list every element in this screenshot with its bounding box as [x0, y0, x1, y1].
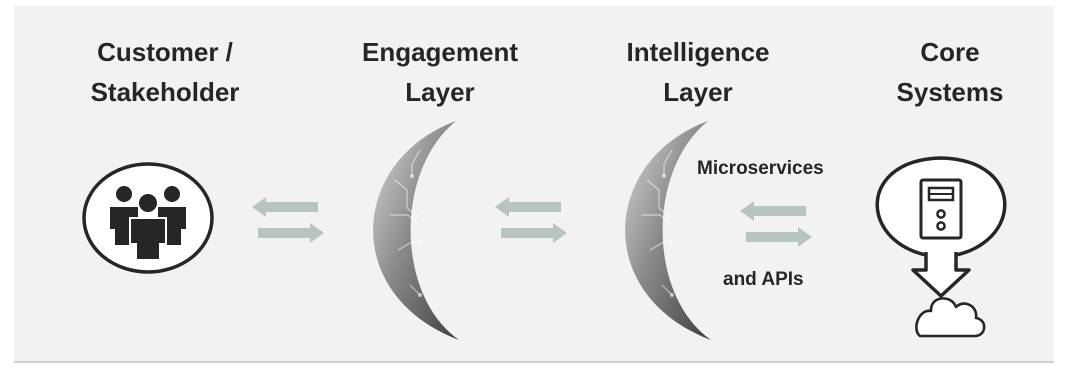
microservices-label: Microservices	[697, 158, 824, 179]
apis-label: and APIs	[723, 269, 804, 290]
heading-intelligence: Intelligence Layer	[598, 32, 798, 112]
bidirectional-arrows-2	[495, 197, 567, 243]
engagement-crescent-icon	[373, 121, 459, 340]
heading-customer-line2: Stakeholder	[90, 77, 240, 107]
heading-intelligence-line1: Intelligence	[626, 37, 770, 67]
cloud-icon	[915, 297, 986, 338]
people-group-icon	[82, 162, 214, 274]
heading-core-line2: Systems	[896, 77, 1004, 107]
heading-engagement: Engagement Layer	[340, 32, 540, 112]
heading-intelligence-line2: Layer	[663, 77, 733, 107]
heading-customer-line1: Customer /	[97, 37, 233, 67]
bidirectional-arrows-1	[252, 197, 324, 243]
heading-engagement-line2: Layer	[405, 77, 475, 107]
heading-customer: Customer / Stakeholder	[60, 32, 270, 112]
heading-core-line1: Core	[920, 37, 980, 67]
server-tower-icon	[875, 156, 1007, 298]
heading-engagement-line1: Engagement	[361, 37, 519, 67]
intelligence-crescent-icon	[625, 121, 711, 340]
bidirectional-arrows-3	[740, 201, 812, 247]
heading-core: Core Systems	[870, 32, 1030, 112]
